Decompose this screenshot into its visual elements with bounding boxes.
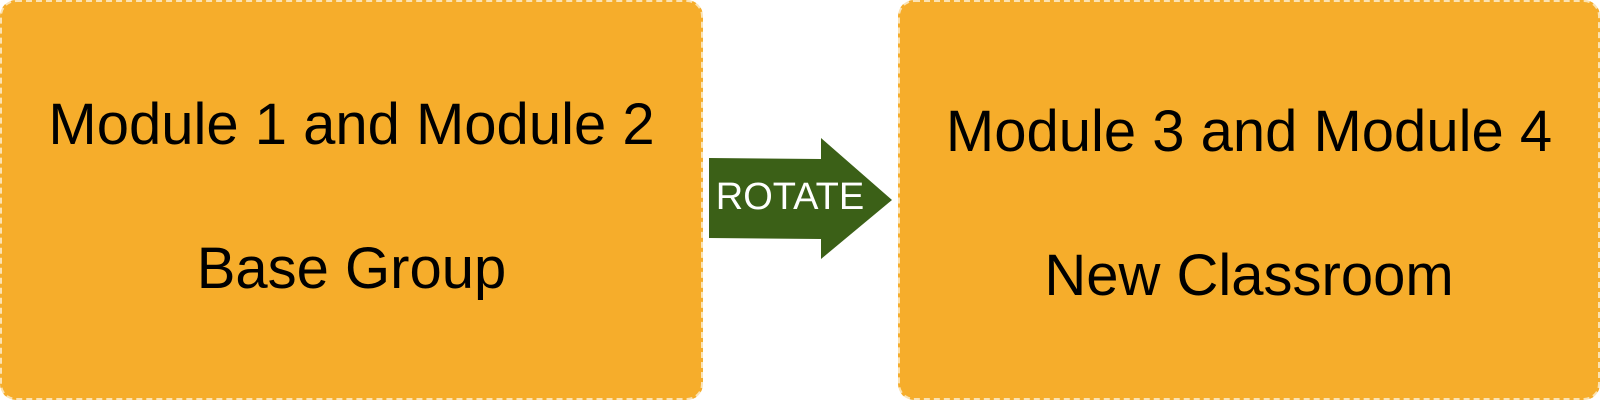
rotate-label: ROTATE <box>715 176 865 218</box>
left-box-subtitle: Base Group <box>196 236 507 301</box>
right-box-subtitle: New Classroom <box>1044 243 1454 308</box>
base-group-box: Module 1 and Module 2 Base Group <box>0 0 703 400</box>
right-arrow-icon <box>709 138 892 259</box>
new-classroom-box: Module 3 and Module 4 New Classroom <box>898 0 1600 400</box>
right-box-title: Module 3 and Module 4 <box>945 99 1553 164</box>
rotate-arrow: ROTATE <box>708 138 894 262</box>
left-box-title: Module 1 and Module 2 <box>48 92 655 157</box>
